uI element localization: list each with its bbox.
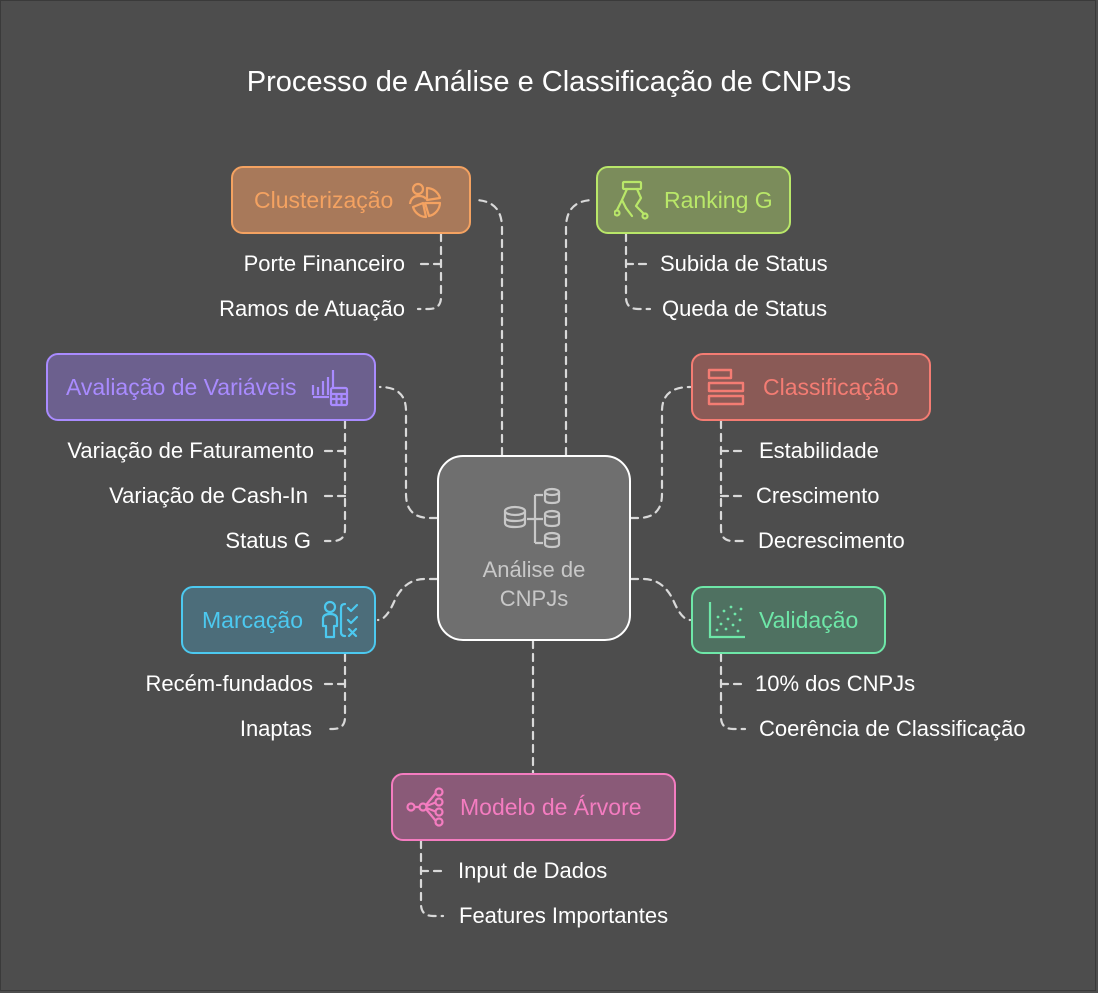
node-clusterizacao-label: Clusterização: [254, 186, 394, 213]
connector-ranking: [564, 198, 596, 457]
ranking-item: Subida de Status: [660, 251, 828, 276]
clusterizacao-item: Porte Financeiro: [243, 251, 405, 276]
tree-network-icon: [406, 787, 444, 827]
node-marcacao: Marcação: [181, 586, 376, 654]
node-arvore-label: Modelo de Árvore: [460, 793, 642, 820]
classificacao-item: Crescimento: [756, 483, 880, 508]
node-classificacao: Classificação: [691, 353, 931, 421]
node-ranking-label: Ranking G: [664, 186, 773, 213]
marcacao-item: Recém-fundados: [145, 671, 313, 696]
marcacao-item: Inaptas: [239, 716, 312, 741]
connector-marcacao-items: [323, 652, 347, 731]
node-avaliacao: Avaliação de Variáveis: [46, 353, 376, 421]
center-label: Análise de CNPJs: [439, 555, 629, 613]
connector-avaliacao: [378, 385, 439, 520]
arvore-item: Features Importantes: [459, 903, 669, 928]
connector-avaliacao-items: [323, 419, 347, 543]
classificacao-item: Estabilidade: [759, 438, 879, 463]
connector-marcacao: [376, 577, 439, 622]
validacao-item: Coerência de Classificação: [759, 716, 1026, 741]
avaliacao-item: Status G: [225, 528, 311, 553]
connector-clusterizacao: [472, 198, 504, 457]
database-icon: [503, 487, 561, 549]
center-node: Análise de CNPJs: [437, 455, 631, 641]
connector-classificacao-items: [719, 419, 747, 543]
scatter-plot-icon: [708, 602, 745, 639]
clusterizacao-item: Ramos de Atuação: [219, 296, 405, 321]
ranking-item: Queda de Status: [662, 296, 828, 321]
node-marcacao-label: Marcação: [202, 606, 303, 633]
rank-climb-icon: [614, 180, 649, 220]
connector-validacao: [629, 577, 692, 622]
connector-classificacao: [629, 385, 692, 520]
node-clusterizacao: Clusterização: [231, 166, 471, 234]
diagram-title: Processo de Análise e Classificação de C…: [246, 66, 852, 98]
avaliacao-item: Variação de Faturamento: [67, 438, 314, 463]
node-classificacao-label: Classificação: [763, 373, 899, 400]
arvore-item: Input de Dados: [458, 858, 608, 883]
person-checklist-icon: [321, 600, 359, 639]
list-bars-icon: [707, 368, 745, 406]
center-label-line1: Análise de: [482, 557, 586, 582]
node-validacao: Validação: [691, 586, 886, 654]
classificacao-item: Decrescimento: [758, 528, 905, 553]
center-label-line2: CNPJs: [499, 586, 569, 611]
connector-clusterizacao-items: [416, 232, 443, 311]
connector-arvore-items: [419, 839, 445, 918]
node-ranking: Ranking G: [596, 166, 791, 234]
connector-ranking-items: [624, 232, 652, 311]
node-avaliacao-label: Avaliação de Variáveis: [66, 373, 297, 400]
bar-chart-calculator-icon: [311, 370, 348, 407]
avaliacao-item: Variação de Cash-In: [109, 483, 308, 508]
node-validacao-label: Validação: [759, 606, 859, 633]
connector-validacao-items: [719, 652, 747, 731]
validacao-item: 10% dos CNPJs: [755, 671, 916, 696]
node-arvore: Modelo de Árvore: [391, 773, 676, 841]
pie-chart-user-icon: [409, 182, 442, 219]
